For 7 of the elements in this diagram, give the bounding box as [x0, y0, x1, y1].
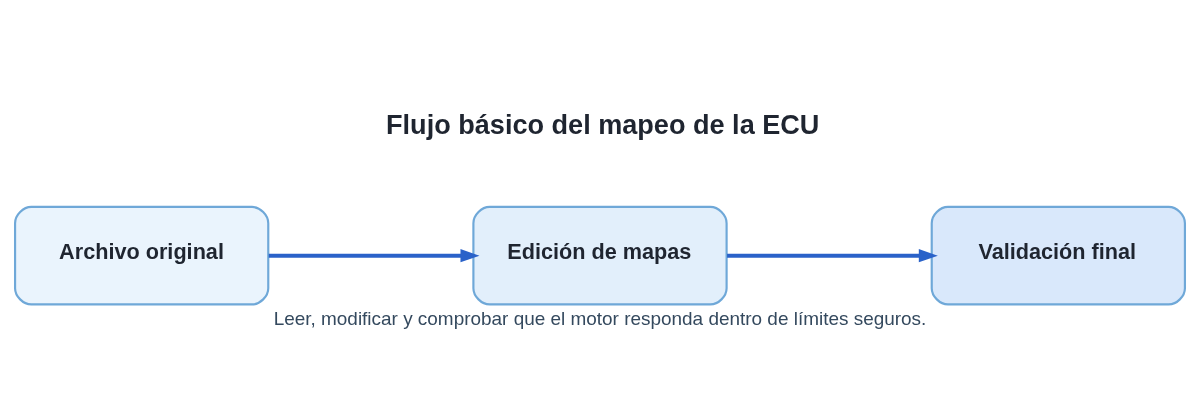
diagram-title: Flujo básico del mapeo de la ECU	[386, 108, 820, 140]
node-box: Archivo original	[14, 205, 270, 306]
arrow	[268, 249, 480, 263]
node-box: Validación final	[930, 205, 1186, 306]
node-box: Edición de mapas	[472, 205, 728, 306]
caption: Leer, modificar y comprobar que el motor responda dentro de límites seguros.	[273, 308, 927, 330]
arrow	[727, 249, 938, 263]
